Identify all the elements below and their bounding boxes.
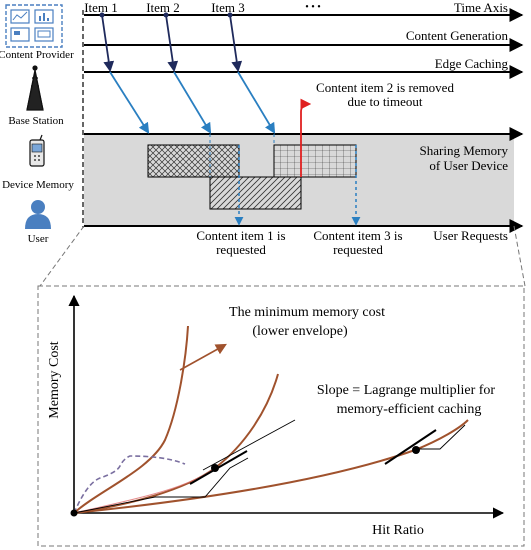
tangent-point-middle <box>211 464 219 472</box>
base-station-label: Base Station <box>8 115 64 127</box>
item-3-generation-arrow <box>229 14 243 73</box>
tangent-shallow <box>384 429 437 465</box>
user-icon <box>25 200 51 229</box>
content-generation-label: Content Generation <box>406 28 509 43</box>
phone-icon <box>29 134 45 167</box>
req1-annotation-2: requested <box>216 242 266 257</box>
zoom-connector-right <box>513 225 526 287</box>
curve-shallow <box>73 419 469 514</box>
base-station-icon <box>26 65 44 111</box>
item-2-label: Item 2 <box>146 0 180 15</box>
slope-connector-shallow <box>202 419 296 471</box>
memory-block-item-3 <box>273 144 357 178</box>
item-1-label: Item 1 <box>84 0 118 15</box>
time-axis-label: Time Axis <box>454 0 508 15</box>
req3-annotation-1: Content item 3 is <box>313 228 402 243</box>
req3-annotation-2: requested <box>333 242 383 257</box>
item-2-generation-arrow <box>165 14 179 73</box>
item-3-label: Item 3 <box>211 0 245 15</box>
removed-annotation-1: Content item 2 is removed <box>316 80 454 95</box>
removal-arrow <box>300 98 312 177</box>
item-2-caching-arrow <box>173 71 212 134</box>
slope-annotation-2: memory-efficient caching <box>337 402 482 417</box>
tangent-point-shallow <box>412 446 420 454</box>
plot-frame <box>37 285 525 547</box>
curve-dashed <box>73 455 186 514</box>
envelope-annotation-2: (lower envelope) <box>252 324 348 339</box>
envelope-overlay <box>73 467 216 514</box>
sharing-memory-label-1: Sharing Memory <box>420 143 509 158</box>
removed-annotation-2: due to timeout <box>347 94 422 109</box>
envelope-annotation-arrow <box>179 343 227 371</box>
device-memory-label: Device Memory <box>2 179 74 191</box>
edge-caching-label: Edge Caching <box>435 56 509 71</box>
slope-annotation-1: Slope = Lagrange multiplier for <box>317 383 496 398</box>
y-axis-label: Memory Cost <box>47 341 62 419</box>
req1-annotation-1: Content item 1 is <box>196 228 285 243</box>
item-3-caching-arrow <box>237 71 276 134</box>
memory-block-item-1 <box>147 144 240 178</box>
envelope-annotation-1: The minimum memory cost <box>229 305 385 320</box>
origin-point <box>70 509 78 517</box>
item-1-generation-arrow <box>101 14 115 73</box>
curve-steep <box>73 325 189 514</box>
user-requests-label: User Requests <box>433 228 508 243</box>
content-provider-icon <box>5 4 63 48</box>
item-1-caching-arrow <box>109 71 150 134</box>
x-axis-label: Hit Ratio <box>372 523 424 538</box>
slope-connector-right <box>418 424 466 450</box>
user-label: User <box>28 233 49 245</box>
sharing-memory-label-2: of User Device <box>429 158 508 173</box>
content-provider-label: Content Provider <box>0 49 74 61</box>
ellipsis-label: • • • <box>305 2 321 13</box>
zoom-connector-left <box>39 225 85 287</box>
slope-connector-middle <box>73 457 249 514</box>
memory-block-item-2 <box>209 176 302 210</box>
